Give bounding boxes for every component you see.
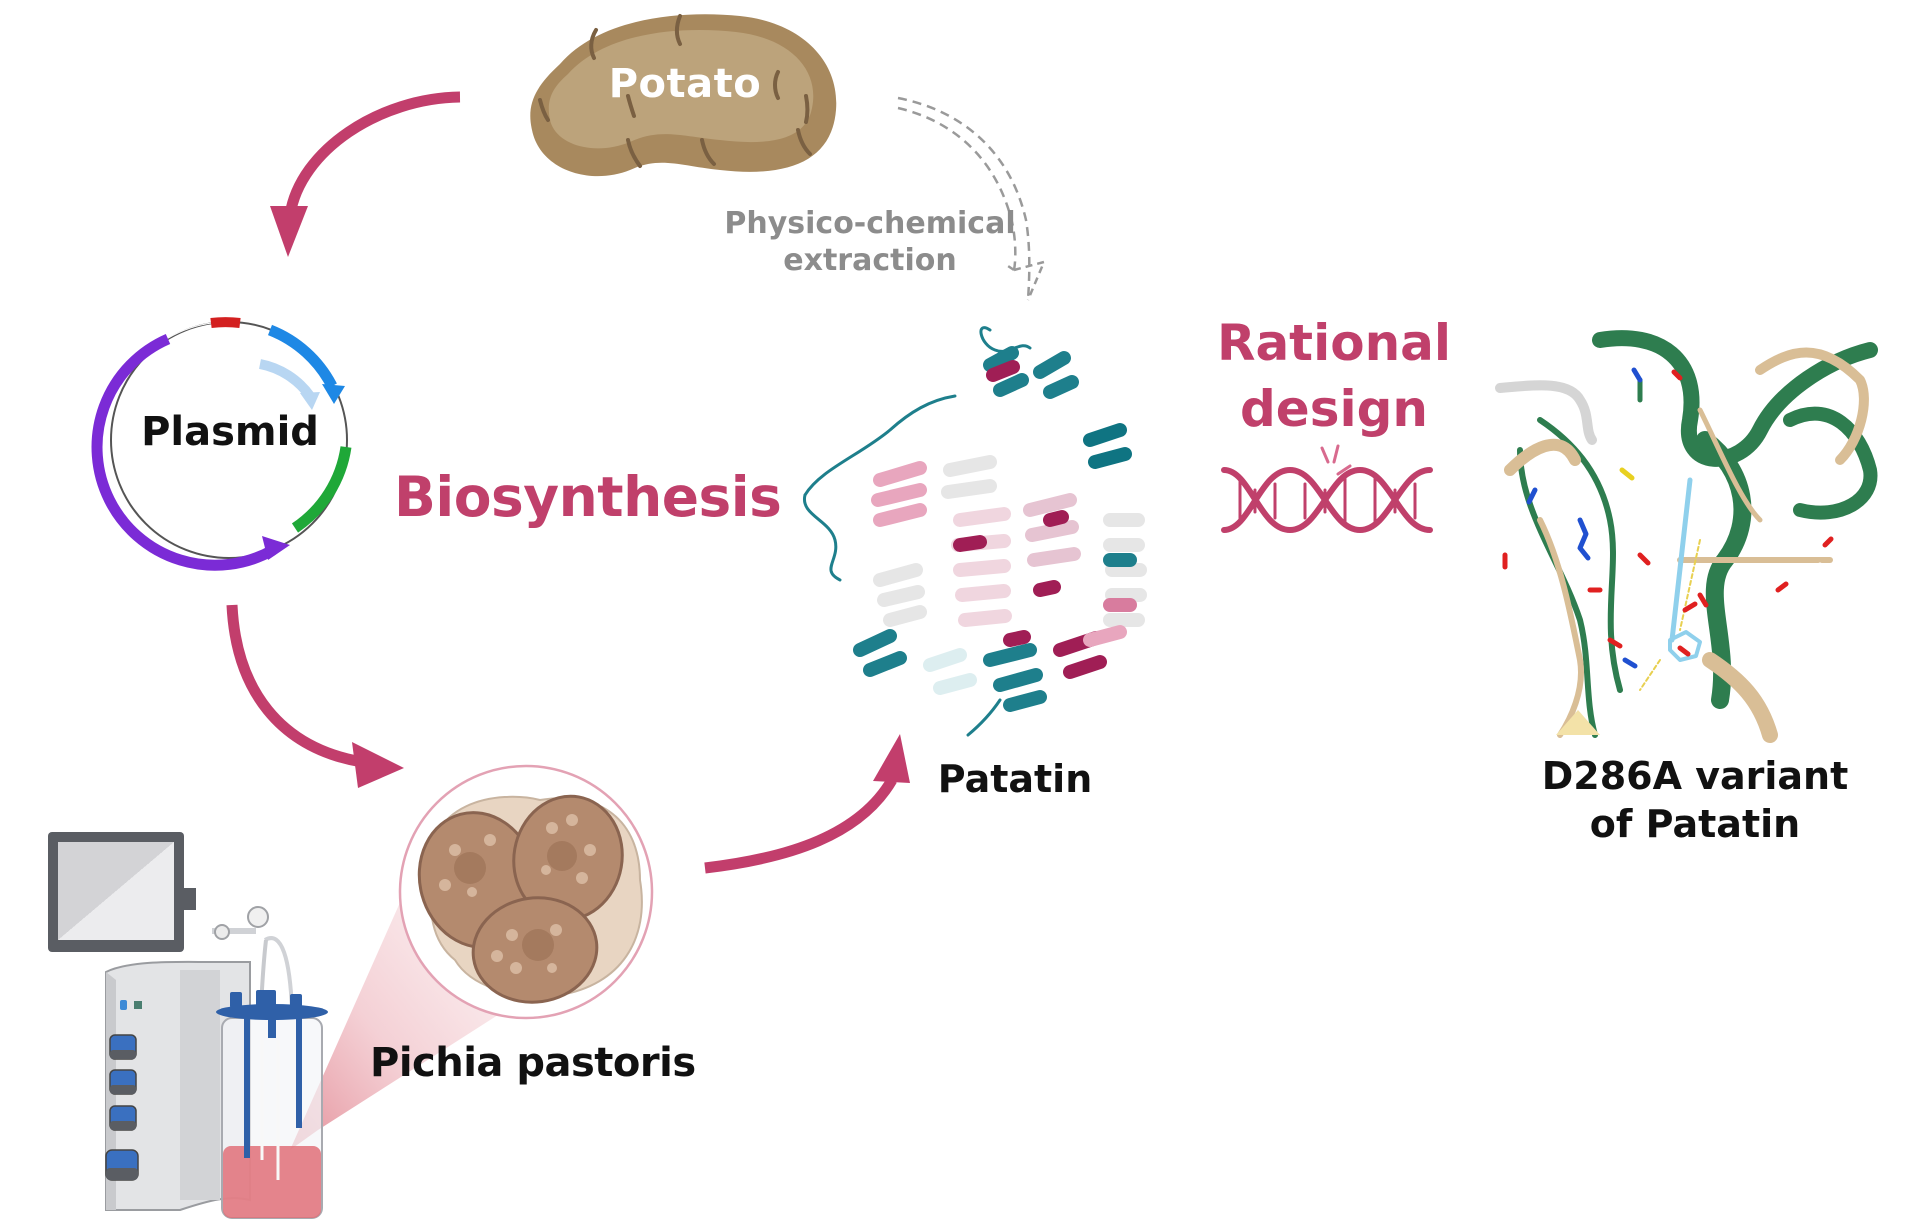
variant-label: D286A variant of Patatin [1530, 752, 1860, 848]
extraction-label-line2: extraction [783, 243, 957, 278]
potato-label: Potato [608, 61, 762, 107]
rational-design-line2: design [1240, 380, 1428, 438]
rational-design-label: Rational design [1214, 310, 1454, 442]
mutant-structure-icon [1495, 330, 1878, 743]
rational-design-line1: Rational [1216, 314, 1452, 372]
variant-label-line2: of Patatin [1589, 802, 1801, 846]
biosynthesis-label: Biosynthesis [394, 465, 782, 529]
arrow-potato-to-plasmid [270, 91, 461, 257]
protein-structure-icon [803, 326, 1147, 737]
extraction-label: Physico-chemical extraction [720, 205, 1020, 279]
bioreactor-icon [48, 832, 328, 1219]
dna-helix-icon [1221, 444, 1433, 534]
dashed-curved-arrow-icon [897, 96, 1047, 301]
potato-icon [530, 14, 837, 177]
patatin-label: Patatin [937, 757, 1093, 801]
arrow-plasmid-to-host [226, 604, 404, 788]
pichia-pastoris-label: Pichia pastoris [370, 1040, 696, 1086]
yeast-cells-icon [398, 764, 654, 1020]
variant-label-line1: D286A variant [1541, 754, 1849, 798]
extraction-label-line1: Physico-chemical [724, 206, 1016, 241]
plasmid-icon [91, 317, 352, 571]
arrow-host-to-patatin [704, 734, 910, 874]
plasmid-label: Plasmid [141, 409, 319, 455]
